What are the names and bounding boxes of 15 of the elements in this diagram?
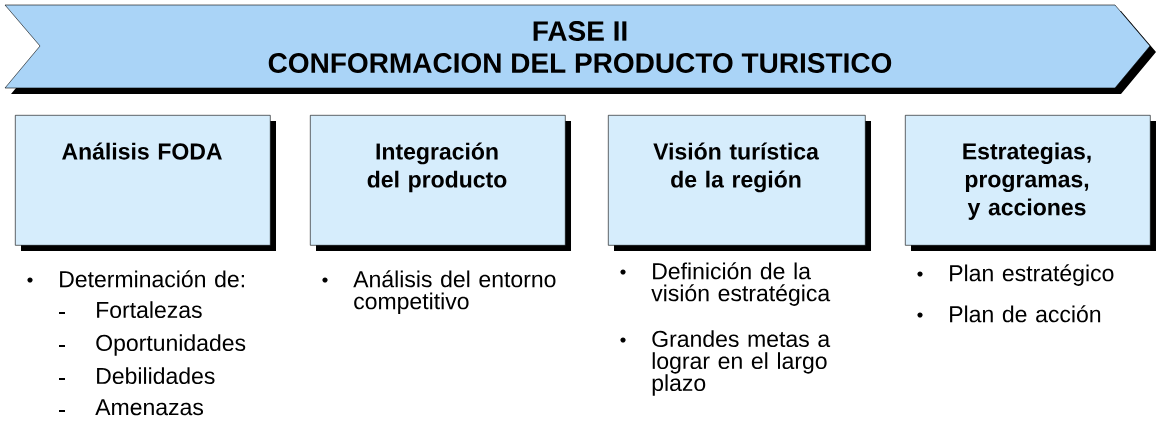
list-item: Plan de acción — [950, 305, 1101, 323]
process-box: Integración del producto — [310, 115, 571, 251]
list-item: Grandes metas a lograr en el largo plazo — [652, 330, 831, 396]
process-box: Visión turística de la región — [608, 115, 871, 251]
list-item: Debilidades — [97, 367, 215, 385]
process-box: Análisis FODA — [15, 115, 276, 251]
list-item: Plan estratégico — [950, 264, 1114, 286]
list-item: Amenazas — [95, 399, 203, 416]
chevron-banner: FASE II CONFORMACION DEL PRODUCTO TURISTICO — [4, 4, 1156, 94]
process-box: Estrategias, programas, y acciones — [905, 115, 1156, 251]
list-item: Determinación de: — [60, 270, 244, 288]
list-item: Definición de la visión estratégica — [651, 262, 831, 306]
list-item: Análisis del entorno competitivo — [353, 270, 556, 314]
list-item: Fortalezas — [97, 301, 202, 319]
list-item: Oportunidades — [96, 334, 246, 356]
